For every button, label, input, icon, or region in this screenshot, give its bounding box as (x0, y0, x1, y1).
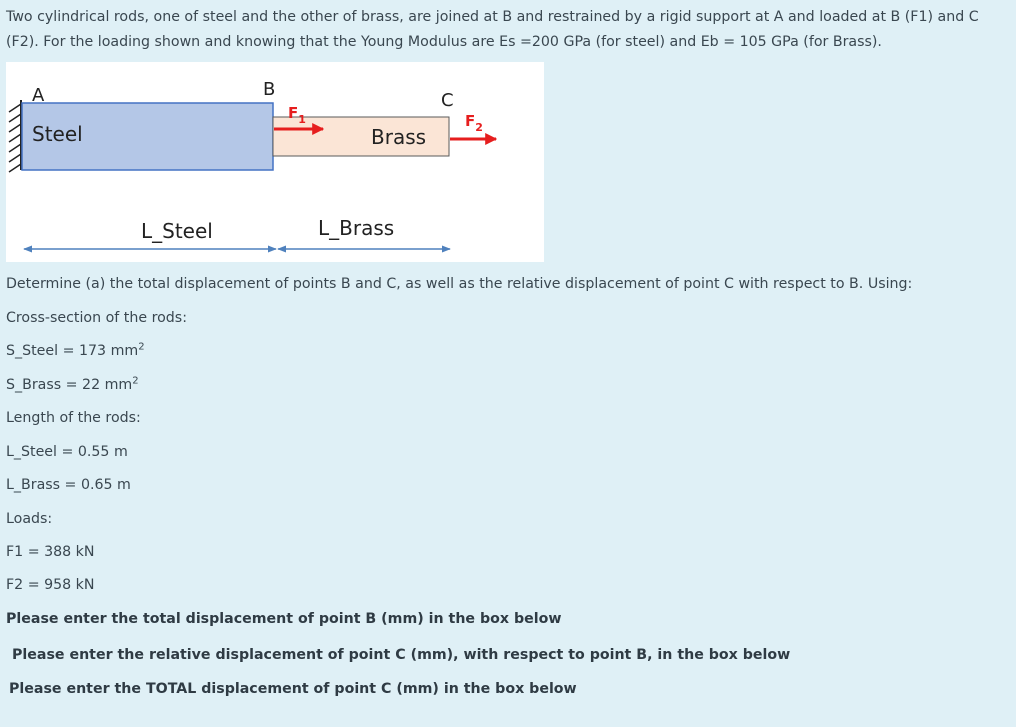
f2-label: F2 (465, 112, 483, 134)
length-heading: Length of the rods: (6, 410, 141, 426)
s-brass-value: S_Brass = 22 mm2 (6, 375, 139, 393)
f1-value: F1 = 388 kN (6, 544, 95, 560)
f2-value: F2 = 958 kN (6, 577, 95, 593)
rods-diagram: A B C Steel Brass F1 F2 L_Steel L_Brass (6, 62, 544, 262)
fixed-support-hatch (8, 100, 22, 173)
l-brass-value: L_Brass = 0.65 m (6, 477, 131, 493)
steel-label: Steel (32, 122, 83, 146)
brass-label: Brass (371, 125, 426, 149)
l-brass-dimension-label: L_Brass (318, 216, 394, 240)
question-text: Determine (a) the total displacement of … (6, 276, 913, 292)
rods-diagram-svg: A B C Steel Brass F1 F2 L_Steel L_Brass (8, 79, 498, 253)
l-steel-dimension-label: L_Steel (141, 219, 213, 243)
point-c-label: C (441, 90, 454, 111)
cross-section-heading: Cross-section of the rods: (6, 310, 187, 326)
f1-label: F1 (288, 104, 306, 126)
problem-intro: Two cylindrical rods, one of steel and t… (6, 9, 979, 50)
prompt-displacement-b: Please enter the total displacement of p… (6, 611, 562, 627)
loads-heading: Loads: (6, 511, 53, 527)
l-steel-value: L_Steel = 0.55 m (6, 444, 128, 460)
prompt-total-displacement-c: Please enter the TOTAL displacement of p… (9, 681, 577, 697)
prompt-relative-displacement-c: Please enter the relative displacement o… (12, 647, 791, 663)
s-steel-value: S_Steel = 173 mm2 (6, 341, 145, 359)
brass-rod (272, 116, 450, 157)
point-b-label: B (263, 79, 275, 100)
point-a-label: A (32, 85, 45, 106)
